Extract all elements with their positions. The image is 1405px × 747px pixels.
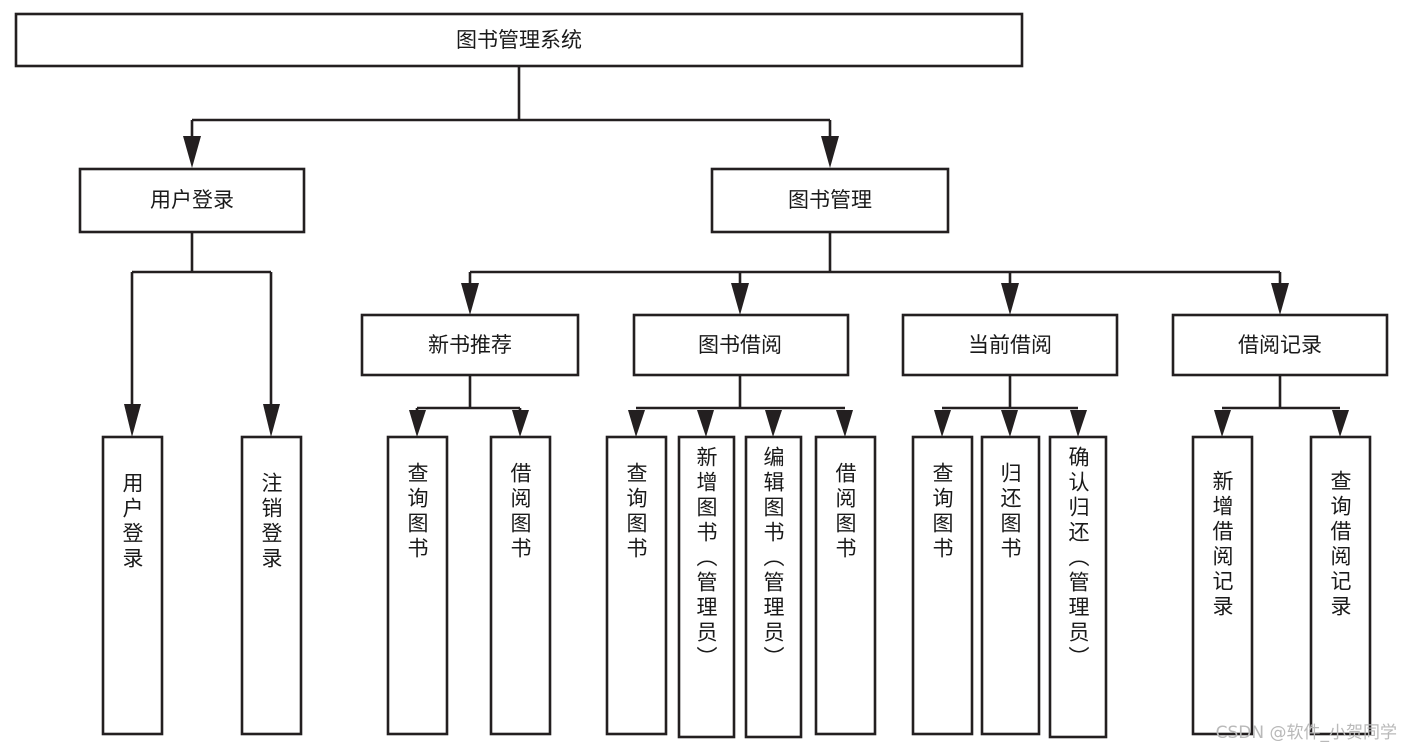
leaf-user-login-label: 用户登录	[120, 472, 144, 572]
arrow-head-leaf-query-record	[1332, 410, 1349, 437]
node-book-borrow-box[interactable]	[632, 313, 850, 377]
leaf-query-book-2[interactable]: 查询图书	[605, 435, 668, 736]
leaf-query-book-2-box[interactable]	[605, 435, 668, 736]
arrow-head-leaf-query-book-2	[628, 410, 645, 437]
node-new-book-recommend-box[interactable]	[360, 313, 580, 377]
leaf-borrow-book-1-label: 借阅图书	[508, 462, 532, 562]
connector-group	[124, 66, 1349, 437]
arrow-head-book-management	[821, 136, 839, 168]
leaf-user-login-box[interactable]	[101, 435, 164, 736]
leaf-add-record[interactable]: 新增借阅记录	[1191, 435, 1254, 736]
leaf-edit-book-label: 编辑图书（管理员）	[761, 446, 785, 671]
arrow-head-leaf-query-book-1	[409, 410, 426, 437]
node-book-borrow-label: 图书借阅	[698, 333, 782, 357]
leaf-borrow-book-2-box[interactable]	[814, 435, 877, 736]
node-new-book-recommend[interactable]: 新书推荐	[360, 313, 580, 377]
leaf-query-record[interactable]: 查询借阅记录	[1309, 435, 1372, 736]
node-root-box[interactable]	[14, 12, 1024, 68]
leaf-edit-book-box[interactable]	[744, 435, 803, 739]
arrow-head-new-book-recommend	[461, 283, 479, 315]
node-user-login[interactable]: 用户登录	[78, 167, 306, 234]
node-user-login-label: 用户登录	[150, 188, 234, 212]
leaf-query-book-1[interactable]: 查询图书	[386, 435, 449, 736]
leaf-return-book[interactable]: 归还图书	[980, 435, 1041, 736]
leaf-logout-box[interactable]	[240, 435, 303, 736]
leaf-confirm-return[interactable]: 确认归还（管理员）	[1048, 435, 1108, 739]
node-borrow-record-box[interactable]	[1171, 313, 1389, 377]
arrow-head-user-login	[183, 136, 201, 168]
leaf-borrow-book-1[interactable]: 借阅图书	[489, 435, 552, 736]
node-book-borrow[interactable]: 图书借阅	[632, 313, 850, 377]
arrow-head-leaf-user-login	[124, 404, 141, 437]
node-current-borrow-label: 当前借阅	[968, 333, 1052, 357]
arrow-head-borrow-record	[1271, 283, 1289, 315]
arrow-head-leaf-logout	[263, 404, 280, 437]
node-current-borrow[interactable]: 当前借阅	[901, 313, 1119, 377]
leaf-add-book-label: 新增图书（管理员）	[694, 446, 718, 671]
node-root-label: 图书管理系统	[456, 28, 582, 52]
node-borrow-record-label: 借阅记录	[1238, 333, 1322, 357]
leaf-add-record-label: 新增借阅记录	[1210, 470, 1234, 620]
arrow-head-leaf-query-book-3	[934, 410, 951, 437]
leaf-query-book-3-box[interactable]	[911, 435, 974, 736]
leaf-borrow-book-2-label: 借阅图书	[833, 462, 857, 562]
node-borrow-record[interactable]: 借阅记录	[1171, 313, 1389, 377]
arrow-head-book-borrow	[731, 283, 749, 315]
leaf-query-record-label: 查询借阅记录	[1328, 470, 1352, 620]
leaf-logout-label: 注销登录	[259, 472, 283, 572]
leaf-query-book-1-box[interactable]	[386, 435, 449, 736]
leaf-query-book-2-label: 查询图书	[624, 462, 648, 562]
node-current-borrow-box[interactable]	[901, 313, 1119, 377]
leaf-edit-book[interactable]: 编辑图书（管理员）	[744, 435, 803, 739]
node-book-management-label: 图书管理	[788, 188, 872, 212]
arrow-head-current-borrow	[1001, 283, 1019, 315]
leaf-borrow-book-1-box[interactable]	[489, 435, 552, 736]
leaf-return-book-box[interactable]	[980, 435, 1041, 736]
leaf-return-book-label: 归还图书	[998, 462, 1022, 562]
arrow-head-leaf-return-book	[1001, 410, 1018, 437]
node-user-login-box[interactable]	[78, 167, 306, 234]
arrow-head-leaf-borrow-book-2	[836, 410, 853, 437]
node-new-book-recommend-label: 新书推荐	[428, 333, 512, 357]
leaf-borrow-book-2[interactable]: 借阅图书	[814, 435, 877, 736]
leaf-add-book[interactable]: 新增图书（管理员）	[677, 435, 736, 739]
arrow-head-leaf-add-record	[1214, 410, 1231, 437]
arrow-head-leaf-edit-book	[765, 410, 782, 437]
node-root[interactable]: 图书管理系统	[14, 12, 1024, 68]
arrow-head-leaf-add-book	[697, 410, 714, 437]
leaf-user-login[interactable]: 用户登录	[101, 435, 164, 736]
leaf-query-record-box[interactable]	[1309, 435, 1372, 736]
arrow-head-leaf-confirm-return	[1070, 410, 1087, 437]
node-book-management-box[interactable]	[710, 167, 950, 234]
leaf-query-book-3-label: 查询图书	[930, 462, 954, 562]
leaf-query-book-1-label: 查询图书	[405, 462, 429, 562]
arrow-head-leaf-borrow-book-1	[512, 410, 529, 437]
leaf-query-book-3[interactable]: 查询图书	[911, 435, 974, 736]
node-book-management[interactable]: 图书管理	[710, 167, 950, 234]
leaf-confirm-return-box[interactable]	[1048, 435, 1108, 739]
leaf-confirm-return-label: 确认归还（管理员）	[1066, 446, 1090, 671]
leaf-logout[interactable]: 注销登录	[240, 435, 303, 736]
leaf-add-book-box[interactable]	[677, 435, 736, 739]
leaf-add-record-box[interactable]	[1191, 435, 1254, 736]
